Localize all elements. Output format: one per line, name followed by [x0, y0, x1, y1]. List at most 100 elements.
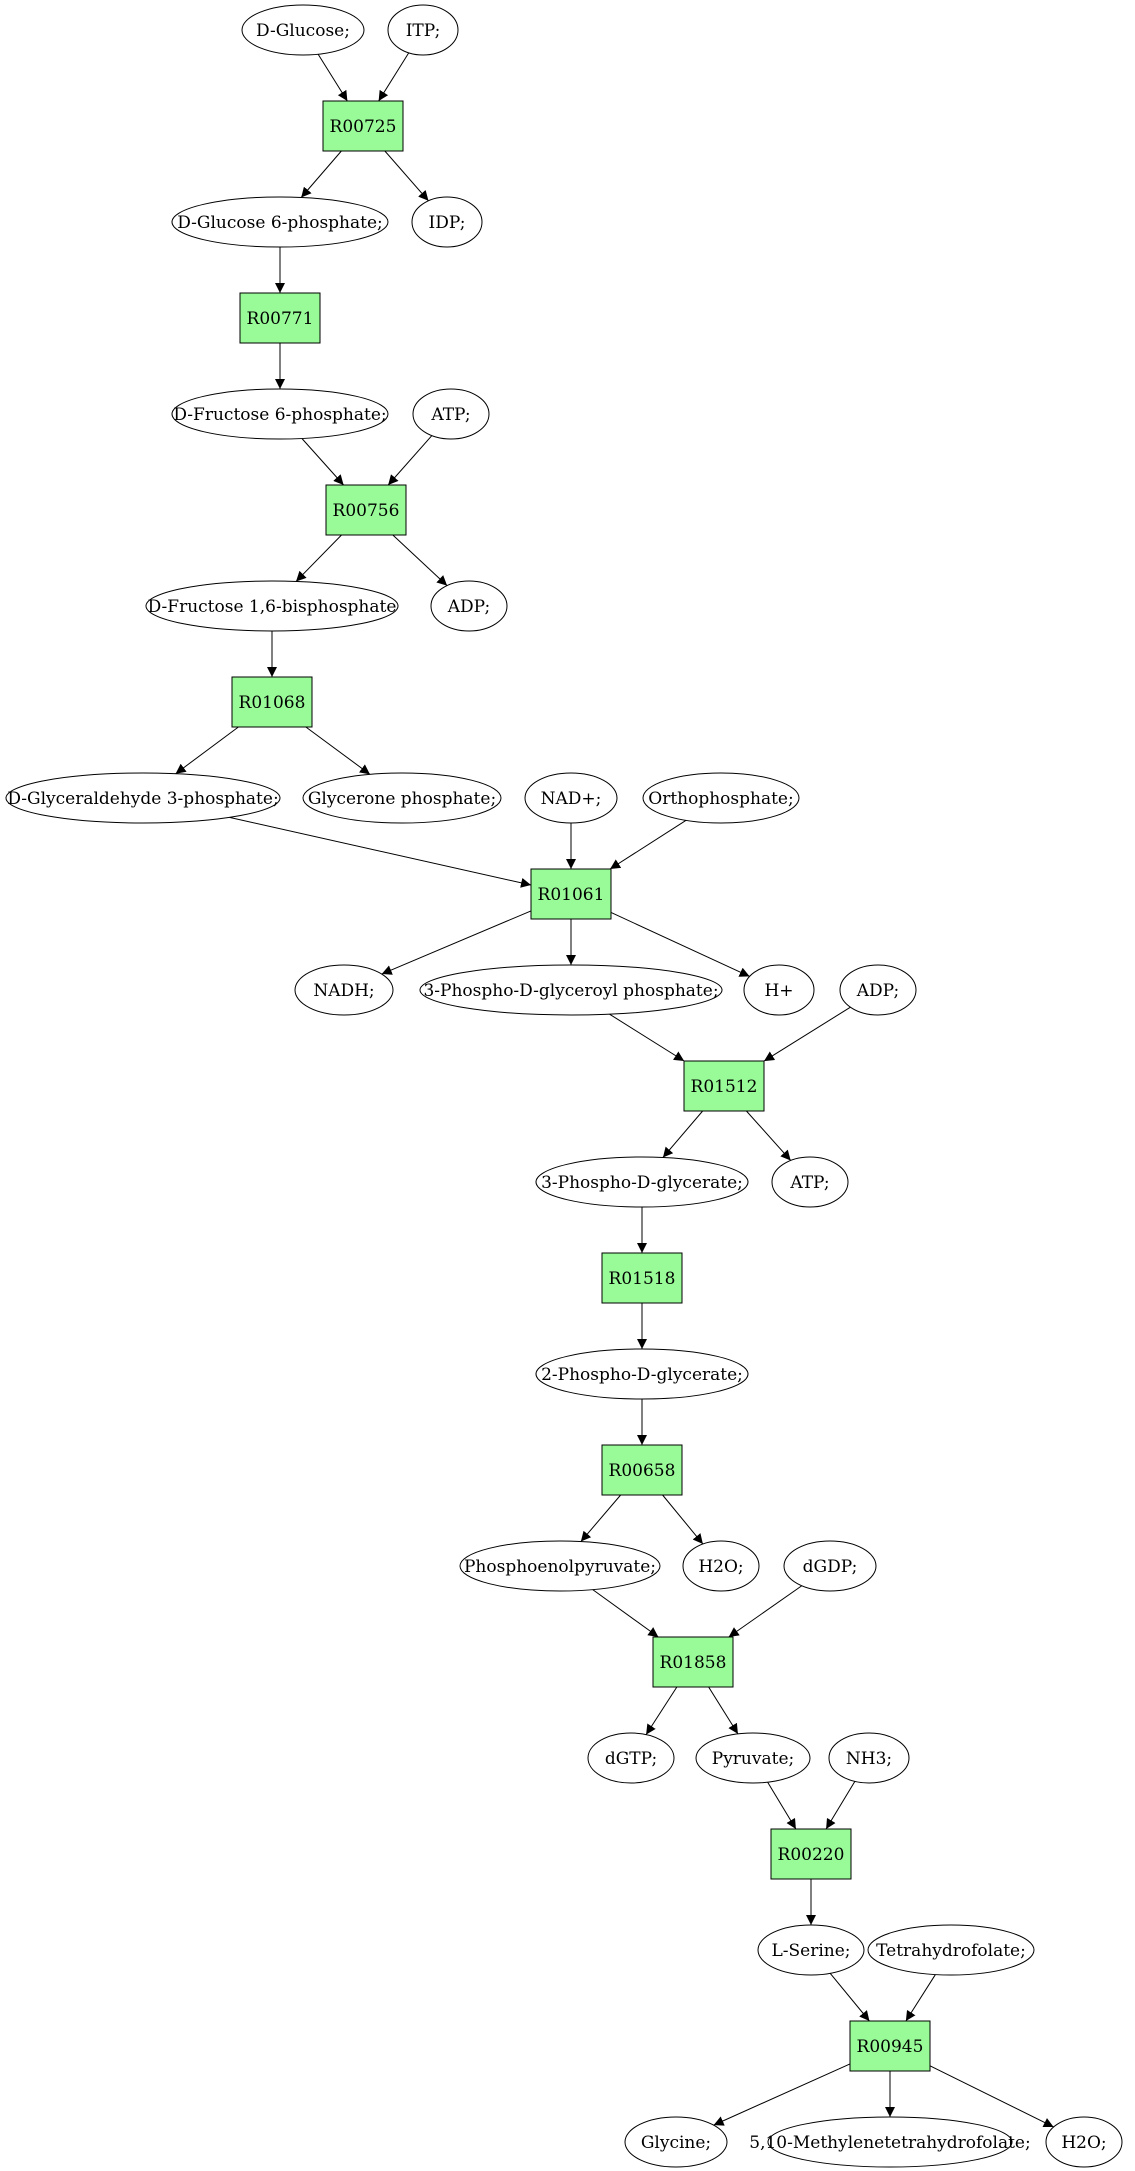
node-label: R01858 [660, 1653, 727, 1673]
compound-node-h2o: H2O; [682, 1540, 760, 1592]
node-label: R01068 [239, 693, 306, 713]
reaction-node-r01518: R01518 [601, 1252, 683, 1304]
edge-c-bpg-to-r-R01512 [609, 1013, 685, 1062]
compound-node-tetrahydrofolate: Tetrahydrofolate; [867, 1924, 1035, 1976]
compound-ellipse [828, 1732, 910, 1784]
reaction-node-r00756: R00756 [325, 484, 407, 536]
node-label: D-Glucose 6-phosphate; [177, 213, 383, 233]
compound-node-idp: IDP; [411, 196, 483, 248]
node-label: R00756 [333, 501, 400, 521]
node-label: IDP; [429, 213, 466, 233]
compound-ellipse [412, 388, 490, 440]
reaction-node-r01068: R01068 [231, 676, 313, 728]
node-label: D-Glucose; [256, 21, 350, 41]
compound-node-d-fructose-1-6-bisphosphate: D-Fructose 1,6-bisphosphate [145, 580, 399, 632]
compound-ellipse [695, 1732, 811, 1784]
compound-node-atp: ATP; [412, 388, 490, 440]
reaction-node-r00771: R00771 [239, 292, 321, 344]
compound-ellipse [771, 1156, 849, 1208]
node-label: R00725 [330, 117, 397, 137]
node-label: R00771 [247, 309, 314, 329]
node-label: ATP; [430, 405, 470, 425]
edges-layer [175, 52, 1054, 2128]
compound-node-nad: NAD+; [524, 772, 618, 824]
compound-node-dgdp: dGDP; [783, 1540, 877, 1592]
reaction-node-r00945: R00945 [849, 2020, 931, 2072]
node-label: ADP; [447, 597, 490, 617]
compound-node-h2o: H2O; [1045, 2116, 1123, 2168]
node-label: R00945 [857, 2037, 924, 2057]
edge-r-R00945-to-c-h2o2 [929, 2065, 1054, 2128]
edge-r-R00658-to-c-h2o1 [662, 1494, 704, 1545]
reaction-box [239, 292, 321, 344]
reaction-box [652, 1636, 734, 1688]
reaction-box [601, 1252, 683, 1304]
edge-r-R01858-to-c-dgtp [645, 1686, 678, 1735]
compound-ellipse [757, 1924, 865, 1976]
edge-c-glucose-to-r-R00725 [317, 53, 348, 102]
start-compound-ellipse [241, 4, 365, 56]
reaction-box [601, 1444, 683, 1496]
edge-r-R00756-to-c-fbp [295, 534, 342, 582]
edge-r-R01068-to-c-gap [175, 726, 239, 775]
compound-node-l-serine: L-Serine; [757, 1924, 865, 1976]
node-label: H+ [764, 981, 793, 1001]
reaction-box [849, 2020, 931, 2072]
node-label: D-Glyceraldehyde 3-phosphate; [7, 789, 278, 809]
edge-r-R01061-to-c-h [610, 912, 750, 977]
node-label: Pyruvate; [712, 1749, 794, 1769]
compound-ellipse [171, 196, 389, 248]
compound-node-3-phospho-d-glyceroyl-phosphate: 3-Phospho-D-glyceroyl phosphate; [419, 964, 723, 1016]
edge-r-R00945-to-c-gly [713, 2063, 851, 2126]
reaction-node-r01061: R01061 [530, 868, 612, 920]
node-label: Phosphoenolpyruvate; [464, 1557, 656, 1577]
compound-node-atp: ATP; [771, 1156, 849, 1208]
node-label: D-Fructose 1,6-bisphosphate [148, 597, 397, 617]
edge-c-gap-to-r-R01061 [229, 816, 532, 888]
node-label: Glycine; [641, 2133, 711, 2153]
node-label: H2O; [698, 1557, 743, 1577]
compound-node-adp: ADP; [839, 964, 917, 1016]
compound-node-2-phospho-d-glycerate: 2-Phospho-D-glycerate; [535, 1348, 749, 1400]
reaction-box [325, 484, 407, 536]
edge-c-thf-to-r-R00945 [905, 1974, 936, 2022]
node-label: R01061 [538, 885, 605, 905]
edge-r-R00658-to-c-pep [580, 1494, 622, 1542]
compound-ellipse [682, 1540, 760, 1592]
node-label: 3-Phospho-D-glyceroyl phosphate; [423, 981, 718, 1001]
compound-ellipse [1045, 2116, 1123, 2168]
compound-node-dgtp: dGTP; [587, 1732, 675, 1784]
node-label: NADH; [313, 981, 374, 1001]
compound-ellipse [5, 772, 281, 824]
reaction-box [770, 1828, 852, 1880]
compound-node-phosphoenolpyruvate: Phosphoenolpyruvate; [459, 1540, 661, 1592]
node-label: R00658 [609, 1461, 676, 1481]
reaction-node-r00658: R00658 [601, 1444, 683, 1496]
compound-node-nh3: NH3; [828, 1732, 910, 1784]
node-label: Tetrahydrofolate; [876, 1941, 1026, 1961]
compound-node-glycerone-phosphate: Glycerone phosphate; [302, 772, 502, 824]
compound-node-h: H+ [743, 964, 815, 1016]
node-label: dGDP; [803, 1557, 858, 1577]
compound-node-adp: ADP; [430, 580, 508, 632]
node-label: L-Serine; [771, 1941, 850, 1961]
compound-ellipse [535, 1156, 749, 1208]
edge-r-R01512-to-c-atp2 [746, 1110, 792, 1161]
compound-node-d-glyceraldehyde-3-phosphate: D-Glyceraldehyde 3-phosphate; [5, 772, 281, 824]
node-label: dGTP; [605, 1749, 657, 1769]
edge-r-R01512-to-c-3pg [662, 1110, 704, 1158]
node-label: 3-Phospho-D-glycerate; [541, 1173, 743, 1193]
reaction-box [322, 100, 404, 152]
compound-ellipse [419, 964, 723, 1016]
compound-ellipse [411, 196, 483, 248]
node-label: 2-Phospho-D-glycerate; [541, 1365, 743, 1385]
compound-ellipse [294, 964, 394, 1016]
compound-ellipse [642, 772, 800, 824]
node-label: NH3; [846, 1749, 892, 1769]
node-label: ITP; [406, 21, 441, 41]
edge-c-nh3-to-r-R00220 [825, 1781, 856, 1830]
compound-ellipse [767, 2116, 1013, 2168]
edge-c-dgdp-to-r-R01858 [728, 1585, 803, 1638]
